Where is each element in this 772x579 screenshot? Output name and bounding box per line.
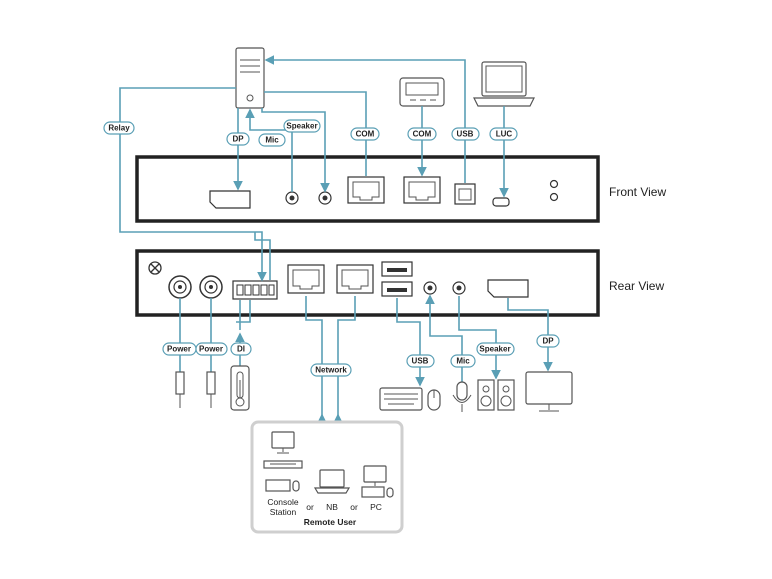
front-mic-jack: [285, 191, 299, 205]
front-displayport: [209, 190, 251, 209]
tag-mic-bottom: Mic: [450, 354, 476, 368]
tag-dp-bottom: DP: [536, 334, 560, 348]
rear-power-jack-1: [168, 275, 192, 299]
rear-network-port-2: [336, 264, 374, 294]
tag-speaker-bottom: Speaker: [476, 342, 515, 356]
rear-view-label: Rear View: [609, 279, 664, 293]
power-plug-icon-2: [206, 371, 216, 408]
front-usb-b-port: [454, 183, 476, 205]
rear-power-jack-2: [199, 275, 223, 299]
svg-text:DP: DP: [232, 135, 244, 144]
speakers-icon: [477, 379, 515, 411]
svg-text:Speaker: Speaker: [479, 345, 510, 354]
svg-text:USB: USB: [412, 357, 429, 366]
ground-screw-icon: [148, 261, 162, 275]
svg-text:Mic: Mic: [456, 357, 470, 366]
tag-usb-top: USB: [451, 127, 480, 141]
rear-terminal-block: [232, 280, 278, 300]
tag-network: Network: [310, 363, 352, 377]
rear-displayport: [487, 279, 529, 298]
keyboard-mouse-icon: [379, 387, 441, 411]
tag-mic-top: Mic: [258, 133, 286, 147]
console-label-line1: Console: [267, 497, 298, 507]
svg-text:DP: DP: [542, 337, 554, 346]
front-com-port-1: [347, 176, 385, 204]
svg-text:Mic: Mic: [265, 136, 279, 145]
svg-text:Power: Power: [199, 345, 223, 354]
pc-label: PC: [370, 502, 382, 512]
microphone-icon: [452, 381, 472, 412]
svg-text:Relay: Relay: [108, 124, 130, 133]
svg-text:LUC: LUC: [496, 130, 513, 139]
sensor-icon: [230, 365, 250, 411]
tag-relay: Relay: [103, 121, 135, 135]
tag-power-2: Power: [195, 342, 228, 356]
monitor-icon: [525, 371, 573, 412]
pc-icon: [361, 465, 394, 498]
svg-text:COM: COM: [356, 130, 375, 139]
tag-dp-top: DP: [226, 132, 250, 146]
rear-speaker-jack: [452, 281, 466, 295]
tag-speaker-top: Speaker: [283, 119, 321, 133]
svg-text:DI: DI: [237, 345, 245, 354]
tag-com-2: COM: [407, 127, 437, 141]
remote-user-title: Remote User: [304, 517, 357, 527]
tag-com-1: COM: [350, 127, 380, 141]
console-label-line2: Station: [270, 507, 297, 517]
svg-text:Speaker: Speaker: [286, 122, 317, 131]
rear-usb-a-ports: [381, 261, 413, 297]
laptop-icon: [473, 61, 535, 107]
front-com-port-2: [403, 176, 441, 204]
svg-text:Network: Network: [315, 366, 347, 375]
or-label-2: or: [350, 502, 358, 512]
tag-power-1: Power: [162, 342, 197, 356]
tag-luc: LUC: [489, 127, 518, 141]
rear-mic-jack: [423, 281, 437, 295]
front-view-label: Front View: [609, 185, 666, 199]
rear-network-port-1: [287, 264, 325, 294]
tag-usb-bottom: USB: [406, 354, 435, 368]
svg-text:USB: USB: [457, 130, 474, 139]
front-led-2: [549, 192, 559, 202]
front-led-1: [549, 179, 559, 189]
nb-label: NB: [326, 502, 338, 512]
svg-text:COM: COM: [413, 130, 432, 139]
power-plug-icon-1: [175, 371, 185, 408]
serial-device-icon: [399, 77, 445, 107]
svg-text:Power: Power: [167, 345, 191, 354]
front-luc-port: [492, 197, 510, 207]
console-station-icon: [263, 431, 303, 492]
tag-di: DI: [230, 342, 252, 356]
notebook-icon: [313, 469, 351, 494]
pc-tower-icon: [235, 47, 265, 109]
front-speaker-jack: [318, 191, 332, 205]
or-label-1: or: [306, 502, 314, 512]
